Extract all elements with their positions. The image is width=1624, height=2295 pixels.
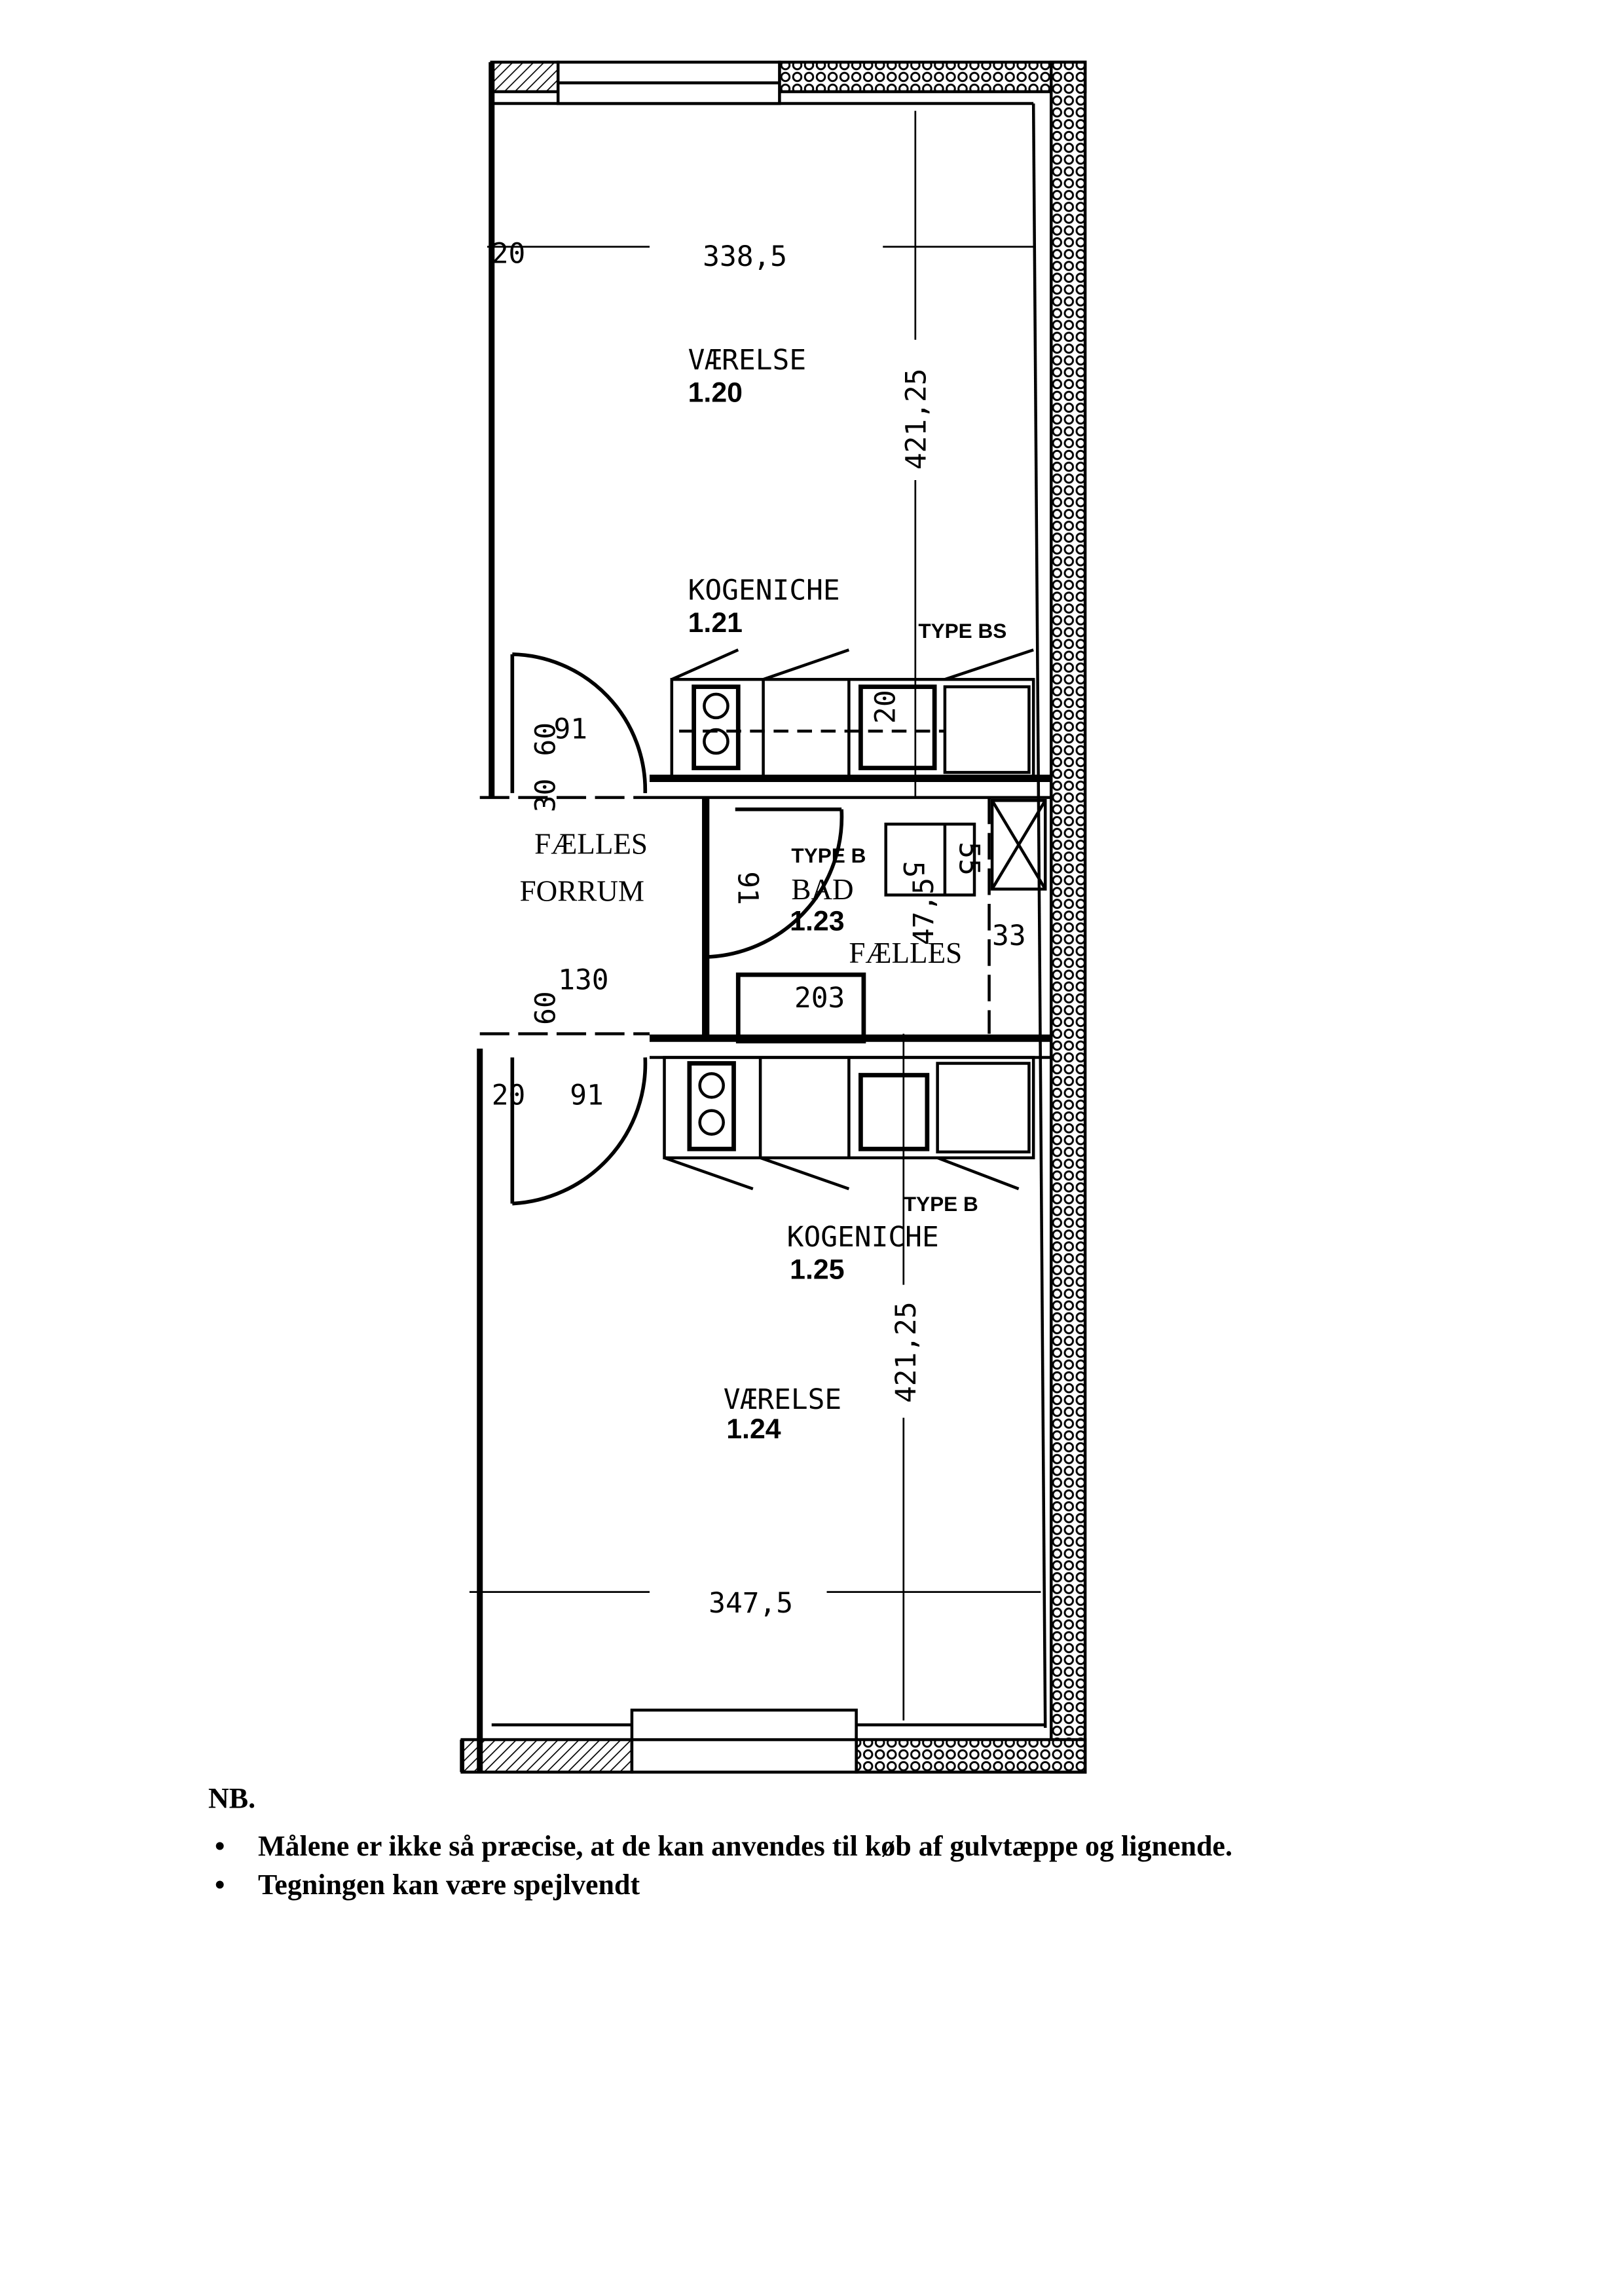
dim-forrum-side: 60: [530, 991, 563, 1025]
dim-door-top-side2: 30: [530, 779, 563, 813]
room-number-1-21: 1.21: [688, 607, 743, 639]
doors: [510, 652, 844, 1206]
exterior-walls: [460, 60, 1087, 1774]
room-name-vaerelse-1-24: VÆRELSE: [724, 1383, 842, 1416]
notes-heading: NB.: [208, 1782, 256, 1814]
dim-bath-fixture-a: 5: [896, 861, 929, 878]
room-name-faelles-line1: FÆLLES: [534, 827, 648, 860]
room-name-kogeniche-1-25: KOGENICHE: [787, 1221, 939, 1254]
notes-list: Målene er ikke så præcise, at de kan anv…: [208, 1829, 1232, 1901]
room-number-1-20: 1.20: [688, 377, 743, 408]
windows: [556, 60, 858, 1774]
room-number-1-24: 1.24: [726, 1413, 781, 1445]
notes-section: NB. Målene er ikke så præcise, at de kan…: [208, 1782, 1232, 1907]
dim-bath-tub: 203: [794, 982, 845, 1015]
bathroom-fixtures: [735, 798, 1047, 1044]
dim-forrum-width: 130: [558, 964, 608, 997]
dim-bath-fixture-c: 47,5: [908, 878, 940, 945]
interior-walls: [479, 774, 1052, 1059]
kitchen-1-21-fixtures: [670, 648, 1035, 780]
note-item: Målene er ikke så præcise, at de kan anv…: [208, 1829, 1232, 1863]
dim-bottom-length: 421,25: [890, 1301, 923, 1403]
note-item: Tegningen kan være spejlvendt: [208, 1868, 1232, 1901]
dim-bath-fixture-d: 33: [992, 920, 1026, 952]
dimension-lines: [469, 111, 1041, 1721]
dim-bottom-width: 347,5: [709, 1587, 793, 1620]
dim-door-bottom: 91: [570, 1079, 604, 1112]
dim-bath-fixture-b: 55: [952, 842, 985, 876]
room-name-vaerelse-1-20: VÆRELSE: [688, 344, 807, 377]
dim-top-width: 338,5: [703, 240, 787, 273]
dim-top-offset: 20: [492, 238, 526, 271]
type-label-1-25: TYPE B: [904, 1192, 978, 1216]
dim-door-bottom-side: 20: [492, 1079, 526, 1112]
dim-top-length: 421,25: [900, 368, 933, 470]
room-name-kogeniche-1-21: KOGENICHE: [688, 574, 840, 607]
dim-door-top: 91: [553, 713, 587, 745]
dim-door-top-side: 60: [530, 722, 563, 756]
room-name-faelles: FÆLLES: [849, 937, 962, 969]
room-number-1-25: 1.25: [790, 1254, 844, 1286]
room-number-1-23: 1.23: [790, 906, 844, 937]
type-label-1-21: TYPE BS: [918, 619, 1006, 643]
type-label-bad: TYPE B: [791, 844, 866, 867]
dim-kitchen-gap: 20: [869, 690, 902, 724]
room-name-bad: BAD: [791, 873, 853, 906]
room-name-forrum-line2: FORRUM: [520, 874, 644, 907]
dim-bath-door: 91: [731, 871, 764, 905]
kitchen-1-25-fixtures: [663, 1056, 1035, 1191]
